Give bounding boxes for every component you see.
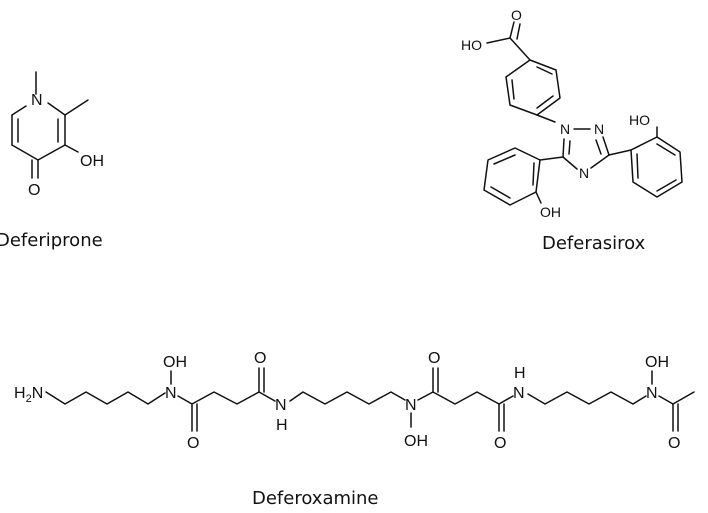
deferoxamine-structure: H2N N OH O O N H N OH O bbox=[14, 350, 695, 452]
atom-nh-h: H bbox=[276, 417, 288, 434]
atom-n: N bbox=[165, 385, 177, 402]
bond bbox=[511, 79, 515, 100]
bond bbox=[498, 395, 514, 405]
atom-n: N bbox=[646, 385, 658, 402]
atom-o: O bbox=[187, 435, 199, 452]
atom-n: N bbox=[560, 121, 570, 137]
atom-nh-h: H bbox=[514, 365, 526, 382]
deferasirox-label: Deferasirox bbox=[542, 233, 646, 254]
atom-oh: OH bbox=[540, 204, 561, 220]
bond bbox=[258, 391, 276, 402]
chain-bond bbox=[289, 391, 406, 405]
deferiprone-label: Deferiprone bbox=[0, 230, 103, 251]
bond bbox=[602, 136, 610, 156]
atom-n: N bbox=[405, 397, 417, 414]
bond bbox=[532, 162, 535, 186]
bond bbox=[656, 179, 677, 192]
atom-o: O bbox=[428, 350, 440, 367]
deferasirox-structure: HO O N N N HO bbox=[461, 7, 683, 220]
atom-oh: OH bbox=[404, 433, 428, 450]
chain-bond bbox=[191, 391, 260, 405]
bond bbox=[535, 191, 542, 204]
bond bbox=[595, 139, 602, 155]
bond bbox=[536, 66, 553, 75]
bond bbox=[47, 102, 66, 116]
chain-bond bbox=[432, 391, 500, 405]
bond bbox=[490, 186, 511, 199]
bond bbox=[64, 99, 89, 116]
atom-oh: OH bbox=[163, 354, 187, 371]
deferiprone-structure: N OH O bbox=[11, 71, 104, 199]
bond bbox=[590, 154, 610, 169]
bond bbox=[509, 21, 515, 39]
chain-bond bbox=[45, 391, 166, 405]
atom-oh: OH bbox=[645, 354, 669, 371]
bond bbox=[11, 144, 39, 161]
atom-n: N bbox=[579, 165, 589, 181]
ring-bond bbox=[505, 59, 561, 116]
bond bbox=[608, 149, 632, 156]
bond bbox=[658, 395, 674, 405]
bond bbox=[11, 105, 27, 116]
atom-h2n: H2N bbox=[14, 385, 43, 405]
atom-o: O bbox=[668, 435, 680, 452]
atom-ho: HO bbox=[629, 112, 650, 128]
bond bbox=[493, 154, 516, 165]
bond bbox=[568, 140, 571, 155]
chain-bond bbox=[527, 391, 647, 405]
atom-o: O bbox=[511, 7, 522, 23]
bond bbox=[516, 23, 521, 40]
bond bbox=[562, 138, 565, 158]
bond bbox=[656, 143, 676, 156]
atom-o: O bbox=[254, 350, 266, 367]
atom-nh-n: N bbox=[513, 385, 525, 402]
bond bbox=[536, 114, 556, 123]
atom-ho: HO bbox=[461, 37, 482, 53]
ring-bond bbox=[630, 136, 683, 198]
bond bbox=[64, 144, 79, 153]
bond bbox=[562, 156, 578, 170]
atom-n: N bbox=[594, 121, 604, 137]
atom-o: O bbox=[494, 435, 506, 452]
bond bbox=[177, 395, 193, 405]
atom-oh: OH bbox=[80, 153, 104, 170]
bond bbox=[417, 391, 434, 401]
bond bbox=[509, 37, 531, 61]
bond bbox=[672, 391, 695, 405]
atom-nh-n: N bbox=[275, 397, 287, 414]
bond bbox=[636, 153, 639, 179]
atom-n: N bbox=[31, 92, 43, 109]
atom-o: O bbox=[28, 182, 40, 199]
bond bbox=[486, 37, 511, 44]
bond bbox=[539, 156, 564, 161]
deferoxamine-label: Deferoxamine bbox=[252, 488, 379, 509]
bond bbox=[37, 144, 66, 161]
bond bbox=[536, 95, 554, 109]
